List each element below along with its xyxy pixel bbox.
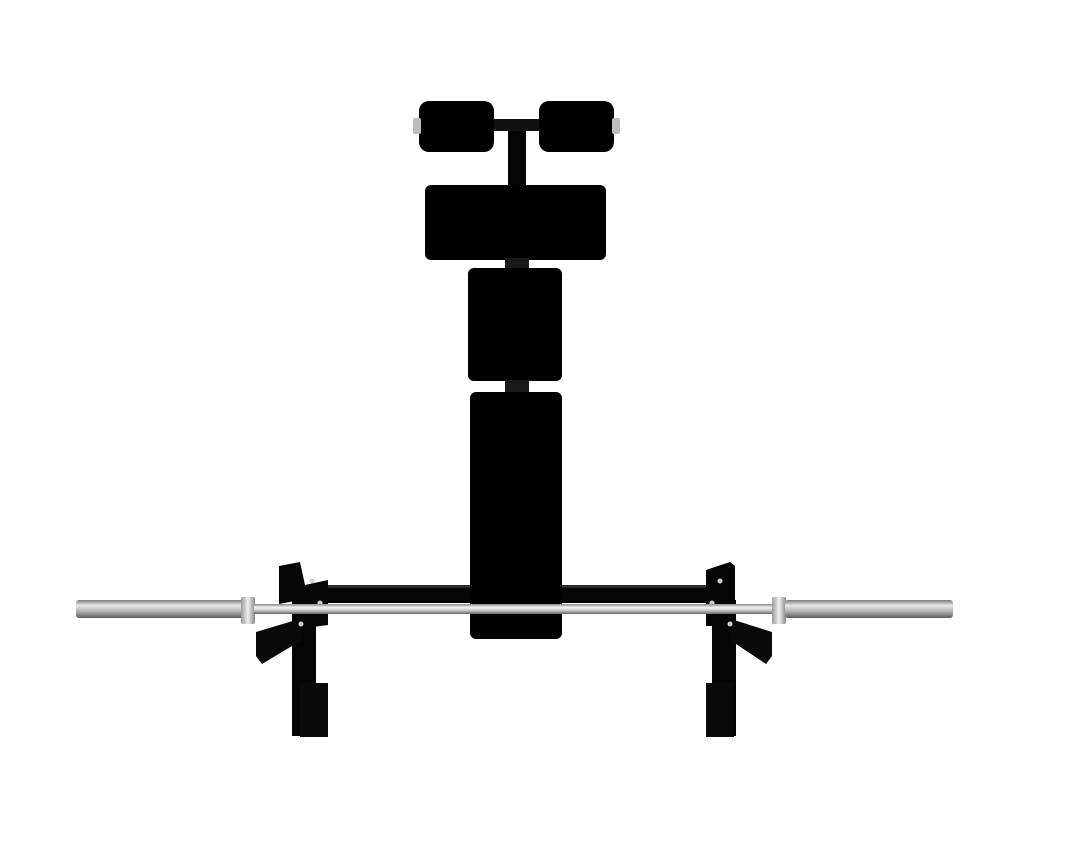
right-foam-roller — [539, 101, 614, 152]
left-sleeve — [76, 600, 244, 618]
middle-pad — [468, 268, 562, 381]
barbell — [76, 597, 953, 624]
left-bolt-lower — [298, 621, 304, 627]
left-roller-cap — [413, 118, 421, 134]
right-roller-cap — [612, 118, 620, 134]
middle-pad-connector — [505, 380, 529, 394]
right-collar — [772, 597, 786, 624]
barbell-shaft — [254, 604, 774, 614]
roller-stem — [508, 126, 526, 192]
right-sleeve — [785, 600, 953, 618]
roller-crossbar — [494, 119, 540, 131]
left-bolt-top — [309, 578, 315, 584]
left-foam-roller — [419, 101, 494, 152]
upper-pad — [425, 185, 606, 260]
left-collar — [241, 597, 255, 624]
leg-roller-assembly — [413, 101, 620, 192]
right-upright — [706, 562, 772, 737]
seat-pad — [470, 392, 562, 639]
right-safety-arm — [730, 620, 772, 664]
left-upright — [256, 562, 328, 737]
upper-pad-connector — [505, 258, 529, 270]
right-foot-plate — [706, 683, 734, 737]
right-bolt-top — [717, 578, 723, 584]
left-safety-arm — [256, 620, 302, 664]
right-bolt-lower — [727, 621, 733, 627]
left-foot-plate — [300, 683, 328, 737]
